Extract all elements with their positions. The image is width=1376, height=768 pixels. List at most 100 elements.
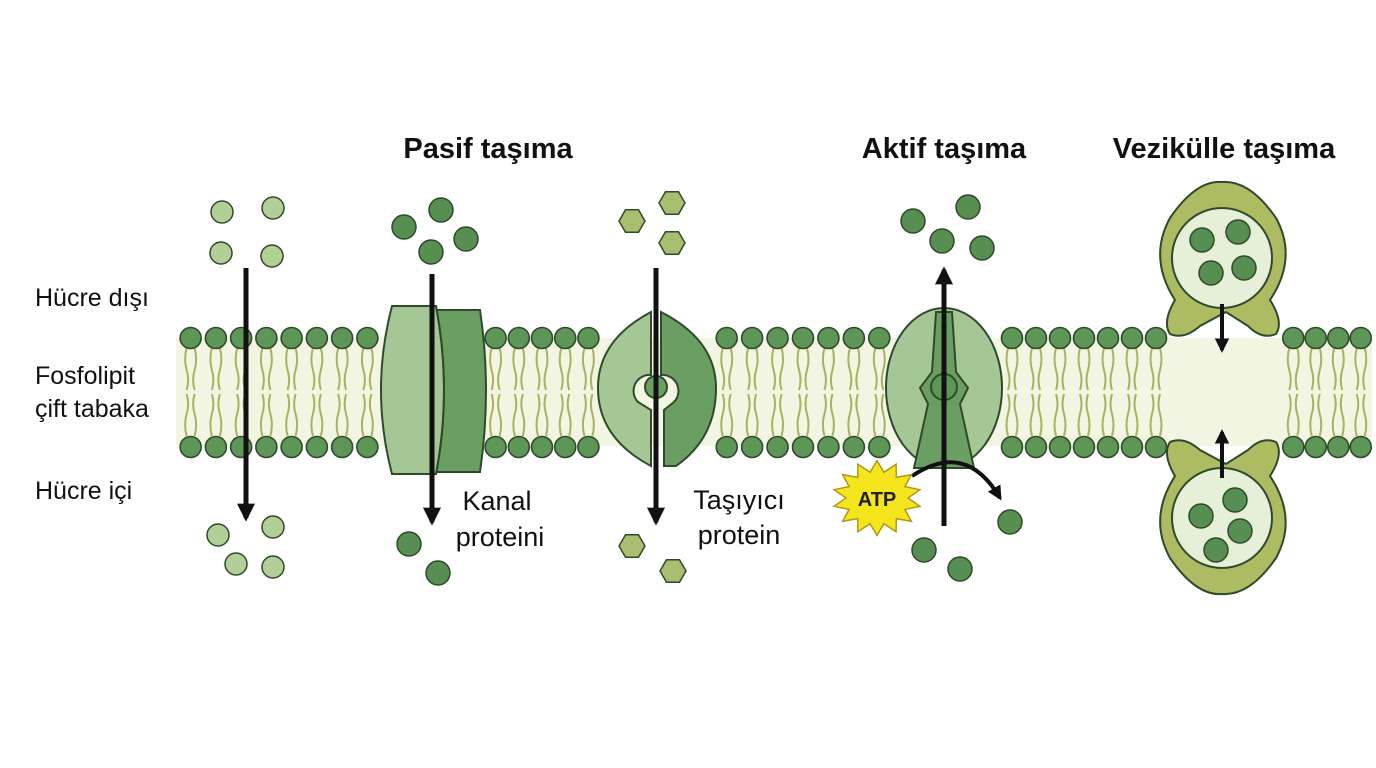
lipid-head [766, 326, 789, 350]
label-bilayer-line2: çift tabaka [35, 395, 149, 423]
lipid-tail [720, 393, 734, 437]
label-carrier-line1: Taşıyıcı [693, 485, 785, 515]
solute-molecule [209, 241, 233, 265]
lipid-head [1144, 326, 1168, 350]
lipid-tail [512, 347, 526, 391]
solute-molecule [997, 509, 1023, 535]
lipid-head [867, 326, 891, 350]
solute-molecule [453, 226, 479, 252]
lipid-head [484, 326, 507, 350]
lipid-tail [1053, 393, 1067, 437]
lipid-head [255, 326, 278, 350]
lipid-head [1072, 435, 1096, 459]
lipid-head [530, 326, 554, 350]
lipid-tail [796, 393, 810, 437]
lipid-tail [310, 393, 324, 437]
lipid-tail [535, 393, 549, 437]
solute-molecule [428, 197, 454, 223]
lipid-tail [1149, 347, 1163, 391]
lipid-head [715, 435, 739, 459]
lipid-head [553, 435, 577, 459]
lipid-tail [1354, 393, 1368, 437]
phospholipid-bilayer [176, 326, 1373, 459]
solute-molecule [947, 556, 973, 582]
atp-label: ATP [858, 489, 897, 511]
solute-molecule [929, 228, 955, 254]
lipid-head [204, 326, 228, 350]
lipid-tail [581, 347, 595, 391]
lipid-head [577, 435, 600, 459]
lipid-head [1096, 435, 1120, 459]
lipid-head [1024, 326, 1048, 350]
atp-starburst: ATP [832, 459, 922, 537]
solute-molecule [261, 555, 285, 579]
label-channel-line1: Kanal [462, 486, 531, 516]
lipid-tail [872, 347, 886, 391]
label-carrier-line2: protein [698, 520, 781, 550]
lipid-head [842, 435, 866, 459]
lipid-head [1326, 435, 1350, 459]
lipid-head [867, 435, 891, 459]
lipid-tail [209, 393, 223, 437]
lipid-head [740, 435, 764, 459]
lipid-tail [821, 347, 835, 391]
lipid-head [1349, 435, 1373, 459]
lipid-tail [489, 393, 503, 437]
channel-protein [380, 305, 487, 475]
heading-passive-transport: Pasif taşıma [403, 133, 573, 165]
label-outside-cell: Hücre dışı [35, 284, 149, 312]
lipid-tail [512, 393, 526, 437]
lipid-head [1072, 326, 1096, 350]
lipid-tail [1149, 393, 1163, 437]
atp-star-icon [832, 459, 922, 537]
lipid-tail [360, 393, 374, 437]
lipid-head [553, 326, 577, 350]
lipid-head [305, 326, 329, 350]
lipid-head [484, 435, 507, 459]
heading-vesicle-transport: Vezikülle taşıma [1113, 133, 1336, 165]
lipid-tail [259, 393, 273, 437]
lipid-tail [1053, 347, 1067, 391]
lipid-tail [535, 347, 549, 391]
lipid-tail [847, 347, 861, 391]
molecules [206, 190, 1257, 586]
lipid-head [280, 435, 303, 459]
lipid-head [179, 326, 202, 350]
lipid-tail [1029, 393, 1043, 437]
lipid-tail [259, 347, 273, 391]
solute-molecule [1222, 487, 1248, 513]
lipid-head [817, 326, 840, 350]
lipid-tail [1354, 347, 1368, 391]
lipid-head [715, 326, 739, 350]
lipid-head [577, 326, 600, 350]
lipid-tail [489, 347, 503, 391]
solute-molecule [1198, 260, 1224, 286]
label-bilayer-line1: Fosfolipit [35, 362, 135, 390]
lipid-head [766, 435, 789, 459]
lipid-head [330, 326, 354, 350]
solute-molecule [969, 235, 995, 261]
lipid-tail [184, 347, 198, 391]
lipid-head [791, 326, 815, 350]
lipid-head [1304, 326, 1328, 350]
solute-molecule [210, 200, 234, 224]
lipid-tail [1125, 347, 1139, 391]
carrier-solute-molecule [618, 208, 646, 234]
carrier-solute-molecule [658, 190, 686, 216]
carrier-solute-molecule [658, 230, 686, 256]
lipid-tail [1331, 393, 1345, 437]
lipid-head [1024, 435, 1048, 459]
solute-molecule [1227, 518, 1253, 544]
solute-molecule [260, 244, 284, 268]
lipid-head [1000, 326, 1024, 350]
lipid-head [255, 435, 278, 459]
lipid-tail [1029, 347, 1043, 391]
solute-molecule [1189, 227, 1215, 253]
label-channel-line2: proteini [456, 522, 545, 552]
atp-release-arrow [910, 460, 1002, 501]
transport-arrows [237, 266, 1230, 526]
carrier-solute-molecule [659, 558, 687, 584]
lipid-head [507, 326, 531, 350]
lipid-tail [1286, 393, 1300, 437]
